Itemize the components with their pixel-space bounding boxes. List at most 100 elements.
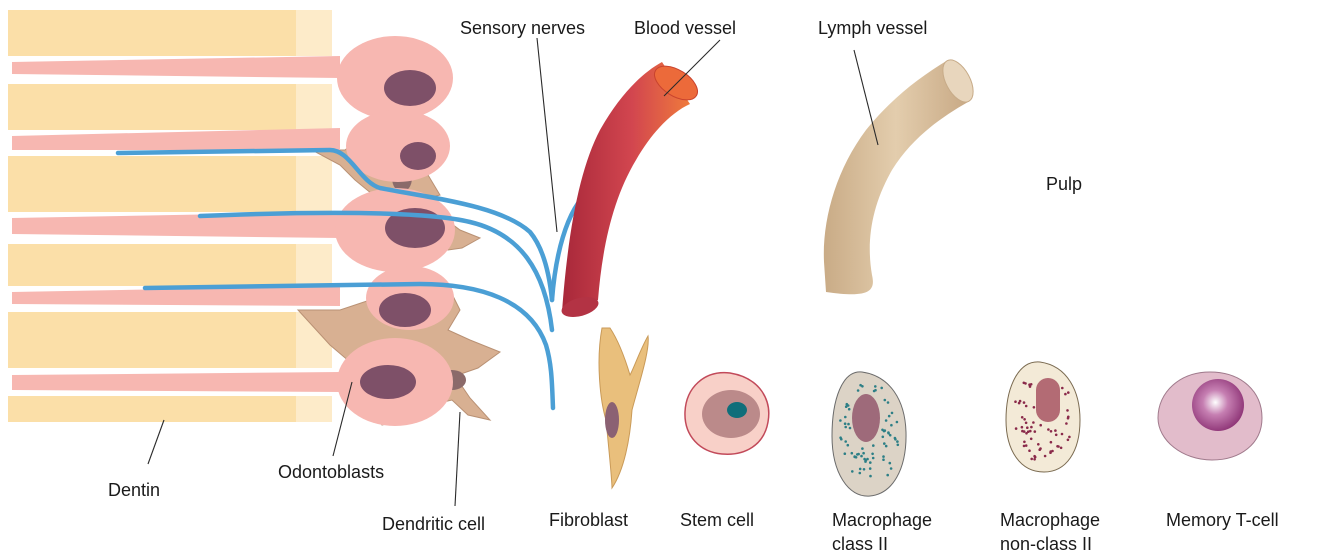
memory-t-cell <box>1158 372 1262 460</box>
granule <box>1056 445 1059 448</box>
granule <box>885 419 888 422</box>
granule <box>1067 439 1070 442</box>
label-macrophage-class-ii-line2: class II <box>832 534 888 554</box>
granule <box>1064 393 1067 396</box>
granule <box>1023 445 1026 448</box>
granule <box>890 424 893 427</box>
granule <box>1025 444 1028 447</box>
label-pulp: Pulp <box>1046 174 1082 194</box>
granule <box>874 389 877 392</box>
granule <box>859 468 862 471</box>
granule <box>1026 426 1029 429</box>
granule <box>1030 438 1033 441</box>
granule <box>1033 406 1036 409</box>
granule <box>1015 427 1018 430</box>
granule <box>844 416 847 419</box>
label-macrophage-non-class-ii-line2: non-class II <box>1000 534 1092 554</box>
granule <box>884 429 887 432</box>
label-blood-vessel: Blood vessel <box>634 18 736 38</box>
granule <box>869 467 872 470</box>
granule <box>1028 383 1031 386</box>
granule <box>1061 433 1064 436</box>
granule <box>861 385 864 388</box>
granule <box>863 468 866 471</box>
granule <box>1037 443 1040 446</box>
granule <box>1065 422 1068 425</box>
granule <box>857 389 860 392</box>
label-odontoblasts: Odontoblasts <box>278 462 384 482</box>
granule <box>840 438 843 441</box>
granule <box>887 401 890 404</box>
granule <box>897 444 900 447</box>
granule <box>891 412 894 415</box>
granule <box>1014 400 1017 403</box>
granule <box>886 474 889 477</box>
granule <box>884 399 887 402</box>
label-sensory-nerves: Sensory nerves <box>460 18 585 38</box>
granule <box>1030 426 1033 429</box>
granule <box>851 452 854 455</box>
granule <box>882 455 885 458</box>
granule <box>874 385 877 388</box>
granule <box>883 442 886 445</box>
stem-cell <box>685 373 769 455</box>
granule <box>1068 436 1071 439</box>
granule <box>1025 422 1028 425</box>
granule <box>862 452 865 455</box>
granule <box>857 453 860 456</box>
granule <box>1039 424 1042 427</box>
granule <box>1034 456 1037 459</box>
granule <box>1025 405 1028 408</box>
granule <box>1049 450 1052 453</box>
granule <box>1023 418 1026 421</box>
dentin-leader <box>148 420 164 464</box>
granule <box>1061 387 1064 390</box>
granule <box>896 421 899 424</box>
macrophage-class-ii-cell <box>832 372 906 496</box>
granule <box>849 427 852 430</box>
label-dendritic-cell: Dendritic cell <box>382 514 485 534</box>
granule <box>888 415 891 418</box>
granule <box>1050 441 1053 444</box>
granule <box>1018 402 1021 405</box>
granule <box>1067 417 1070 420</box>
granule <box>844 440 847 443</box>
granule <box>1030 458 1033 461</box>
label-macrophage-class-ii-line1: Macrophage <box>832 510 932 530</box>
label-macrophage-non-class-ii-line1: Macrophage <box>1000 510 1100 530</box>
granule <box>896 440 899 443</box>
granule <box>1054 429 1057 432</box>
granule <box>1024 382 1027 385</box>
granule <box>869 461 872 464</box>
granule <box>1023 441 1026 444</box>
granule <box>1029 430 1032 433</box>
granule <box>1023 430 1026 433</box>
granule <box>864 460 867 463</box>
label-memory-t-cell: Memory T-cell <box>1166 510 1279 530</box>
granule <box>846 403 849 406</box>
granule <box>1050 430 1053 433</box>
lymph-vessel <box>824 55 980 294</box>
granule <box>1039 447 1042 450</box>
granule <box>1066 409 1069 412</box>
fibroblast-cell <box>599 328 648 488</box>
granule <box>844 452 847 455</box>
granule <box>1060 447 1063 450</box>
granule <box>869 475 872 478</box>
granule <box>880 387 883 390</box>
granule <box>860 455 863 458</box>
dendritic-cell-leader <box>455 412 460 506</box>
granule <box>1044 455 1047 458</box>
granule <box>882 458 885 461</box>
granule <box>844 422 847 425</box>
macrophage-non-class-ii-cell <box>1006 362 1080 472</box>
granule <box>1033 458 1036 461</box>
granule <box>872 457 875 460</box>
granule <box>1047 428 1050 431</box>
sensory-nerves-leader <box>537 38 557 232</box>
granule <box>885 445 888 448</box>
granule <box>859 472 862 475</box>
granule <box>882 436 885 439</box>
granule <box>844 426 847 429</box>
